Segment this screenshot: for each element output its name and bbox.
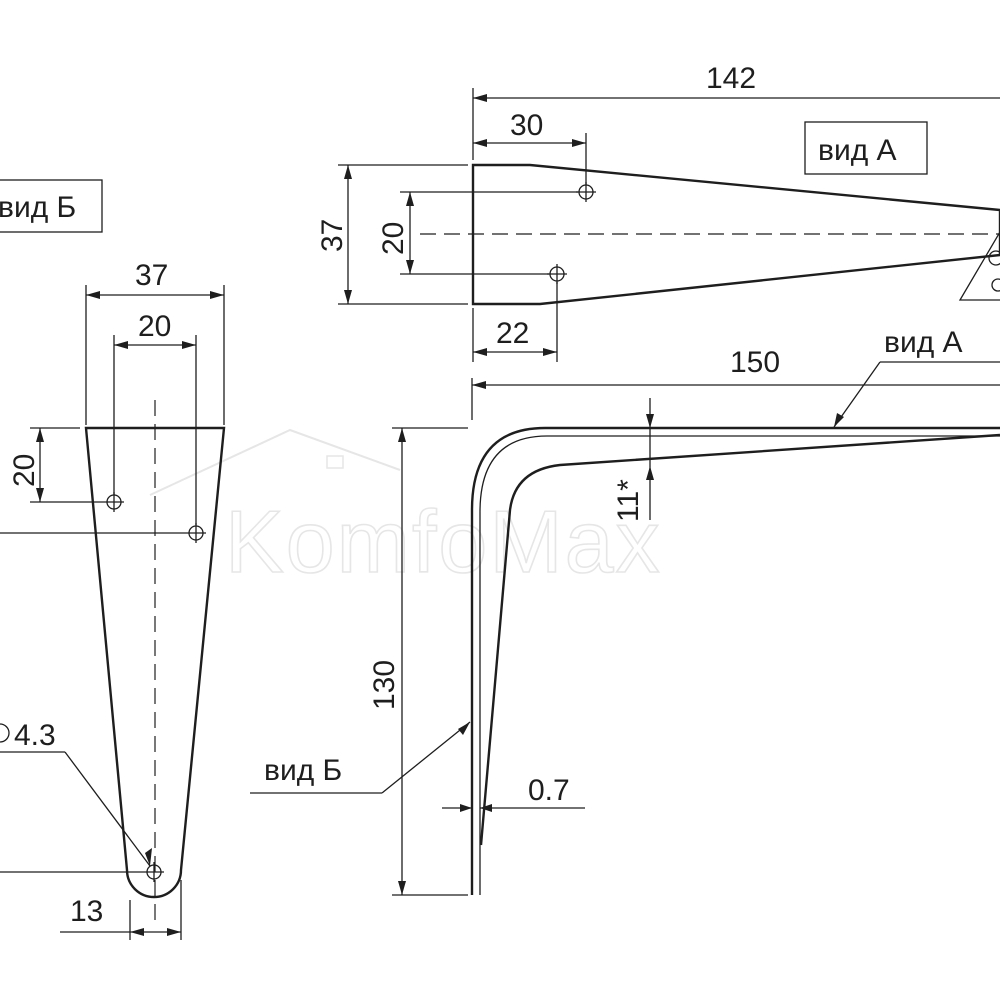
- view-a-dim-length: 142: [706, 62, 756, 95]
- view-b-label: вид Б: [0, 191, 76, 224]
- view-a-diameter-leader: [958, 231, 1000, 301]
- side-view-inner-edge: [479, 435, 1000, 895]
- side-view-callout-a: вид А: [884, 326, 963, 359]
- side-view-dim-height: 130: [368, 660, 401, 710]
- view-a-outline: [471, 163, 1000, 306]
- side-view-dim-length: 150: [730, 346, 780, 379]
- watermark-window-icon: [326, 455, 344, 469]
- view-a-label: вид А: [818, 134, 897, 167]
- side-view: 150 вид А 130 11* вид Б 0.7: [250, 326, 1000, 896]
- view-b-diameter-leader: [64, 751, 151, 867]
- view-a-label-box: [804, 121, 928, 175]
- side-view-dim-rib: 11*: [612, 479, 645, 522]
- view-b-outline: [84, 426, 226, 899]
- view-a: вид А 142 30 22 37: [316, 62, 1000, 362]
- side-view-callout-b: вид Б: [264, 754, 342, 787]
- view-b-dim-tip: 13: [70, 895, 103, 928]
- view-b-dim-vertical: 20: [8, 454, 41, 487]
- diameter-icon: [991, 278, 1000, 292]
- view-a-dim-width: 37: [316, 219, 349, 252]
- watermark-roof-icon: [149, 428, 401, 496]
- side-view-outer-edge: [470, 426, 1000, 895]
- side-view-rib: [479, 433, 1000, 846]
- diameter-icon: [0, 723, 10, 743]
- view-a-dim-offset-bottom: 22: [496, 317, 529, 350]
- view-b: вид Б 37 20 20 4.3: [0, 179, 226, 940]
- view-b-dim-spacing: 20: [138, 310, 171, 343]
- view-b-label-box: [0, 179, 103, 233]
- view-a-hole-3: [988, 250, 1000, 266]
- side-view-dim-thickness: 0.7: [528, 774, 570, 807]
- view-b-dim-width: 37: [135, 259, 168, 292]
- view-a-dim-offset-top: 30: [510, 109, 543, 142]
- watermark-text: KomfoMax: [225, 492, 662, 591]
- view-b-dim-hole-diameter: 4.3: [14, 719, 56, 752]
- view-a-dim-spacing: 20: [377, 222, 410, 255]
- side-view-callout-b-leader: [381, 721, 471, 794]
- watermark-logo: KomfoMax: [149, 428, 662, 592]
